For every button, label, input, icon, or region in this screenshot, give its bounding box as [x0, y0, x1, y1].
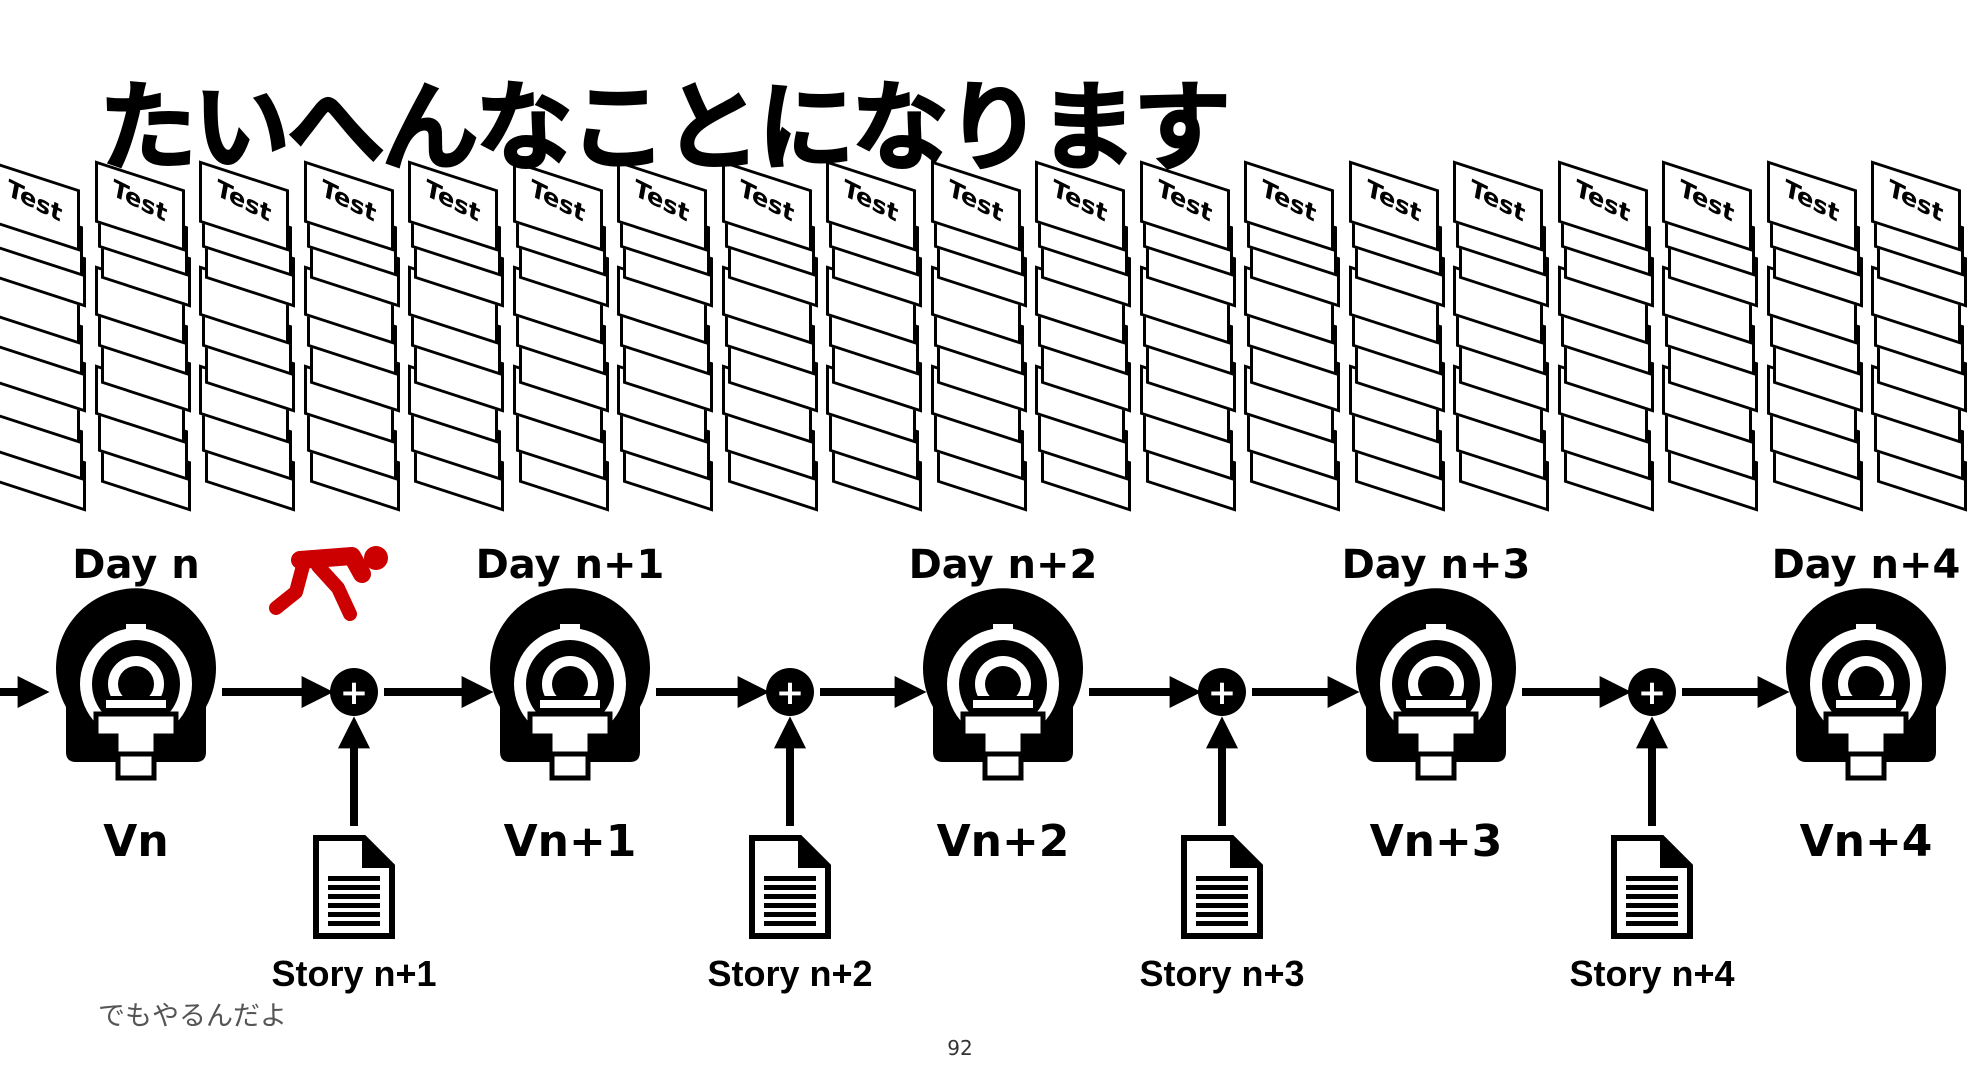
document-line [1626, 903, 1678, 908]
document-line [328, 912, 380, 917]
plus-circle-symbol: + [340, 673, 369, 713]
document-fold [1660, 838, 1690, 868]
plus-circle-symbol: + [1638, 673, 1667, 713]
document-line [764, 885, 816, 890]
document-line [1196, 912, 1248, 917]
mri-scanner-part [549, 751, 591, 781]
version-label: Vn [103, 816, 168, 867]
mri-scanner-part [552, 666, 588, 702]
mri-scanner-icon [490, 588, 650, 781]
version-label: Vn+2 [937, 816, 1070, 867]
mri-scanner-part [126, 624, 146, 629]
story-label: Story n+1 [271, 953, 436, 994]
document-line [328, 894, 380, 899]
plus-circle-disc [1628, 668, 1676, 716]
mri-scanner-icon [1786, 588, 1946, 781]
day-label: Day n+4 [1772, 542, 1961, 588]
version-label: Vn+3 [1370, 816, 1503, 867]
runner-head [364, 546, 388, 570]
mri-scanner-part [115, 751, 157, 781]
mri-scanner-part [1402, 696, 1470, 712]
story-label: Story n+2 [707, 953, 872, 994]
day-label: Day n [72, 542, 199, 588]
mri-scanner-part [1848, 666, 1884, 702]
mri-scanner-part [1845, 751, 1887, 781]
story-label: Story n+3 [1139, 953, 1304, 994]
mri-scanner-part [985, 666, 1021, 702]
version-label: Vn+4 [1800, 816, 1933, 867]
mri-scanner-part [969, 696, 1037, 712]
document-line [764, 921, 816, 926]
plus-circle-symbol: + [776, 673, 805, 713]
document-line [1196, 894, 1248, 899]
document-line [1626, 885, 1678, 890]
document-line [1196, 876, 1248, 881]
document-fold [798, 838, 828, 868]
plus-circle-icon: + [330, 668, 378, 716]
timeline-layer: Day n Vn Day n+1Vn+1 Day n+2Vn+2 Day n+3Vn+3… [0, 542, 1960, 994]
day-label: Day n+2 [909, 542, 1098, 588]
mri-scanner-icon [1356, 588, 1516, 781]
document-line [1626, 921, 1678, 926]
mri-scanner-icon [56, 588, 217, 781]
mri-scanner-part [1832, 696, 1900, 712]
version-timeline-diagram: Day n Vn Day n+1Vn+1 Day n+2Vn+2 Day n+3Vn+3… [0, 542, 1960, 994]
document-fold [362, 838, 392, 868]
document-line [328, 903, 380, 908]
mri-scanner-part [982, 751, 1024, 781]
document-icon [749, 835, 831, 939]
mri-scanner-part [102, 696, 170, 712]
day-label: Day n+1 [476, 542, 665, 588]
document-line [328, 876, 380, 881]
document-line [1196, 921, 1248, 926]
plus-circle-disc [1198, 668, 1246, 716]
document-icon [313, 835, 395, 939]
document-line [328, 885, 380, 890]
plus-circle-icon: + [1628, 668, 1676, 716]
page-number: 92 [947, 1036, 973, 1060]
document-line [764, 912, 816, 917]
mri-scanner-part [1418, 666, 1454, 702]
runner-front-leg [311, 559, 357, 621]
mri-scanner-part [1426, 624, 1446, 629]
document-line [1626, 894, 1678, 899]
document-fold [1230, 838, 1260, 868]
document-line [1196, 903, 1248, 908]
document-icon [1611, 835, 1693, 939]
document-icon [1181, 835, 1263, 939]
mri-scanner-part [1856, 624, 1876, 629]
story-label: Story n+4 [1569, 953, 1734, 994]
plus-circle-symbol: + [1208, 673, 1237, 713]
plus-circle-icon: + [1198, 668, 1246, 716]
document-line [1626, 912, 1678, 917]
mri-scanner-part [118, 666, 154, 702]
version-label: Vn+1 [504, 816, 637, 867]
document-line [328, 921, 380, 926]
runner-body [291, 547, 371, 583]
mri-scanner-part [993, 624, 1013, 629]
plus-circle-icon: + [766, 668, 814, 716]
document-line [764, 903, 816, 908]
speaker-note: でもやるんだよ [98, 1001, 287, 1032]
mri-scanner-icon [923, 588, 1083, 781]
document-line [764, 876, 816, 881]
document-line [1196, 885, 1248, 890]
slide-title: たいへんなことになります [99, 72, 1232, 184]
document-line [1626, 876, 1678, 881]
mri-scanner-part [1415, 751, 1457, 781]
running-person-icon [269, 546, 388, 621]
mri-scanner-part [536, 696, 604, 712]
runner-back-leg [269, 555, 311, 615]
plus-circle-disc [330, 668, 378, 716]
document-line [764, 894, 816, 899]
plus-circle-disc [766, 668, 814, 716]
mri-scanner-part [560, 624, 580, 629]
day-label: Day n+3 [1342, 542, 1531, 588]
